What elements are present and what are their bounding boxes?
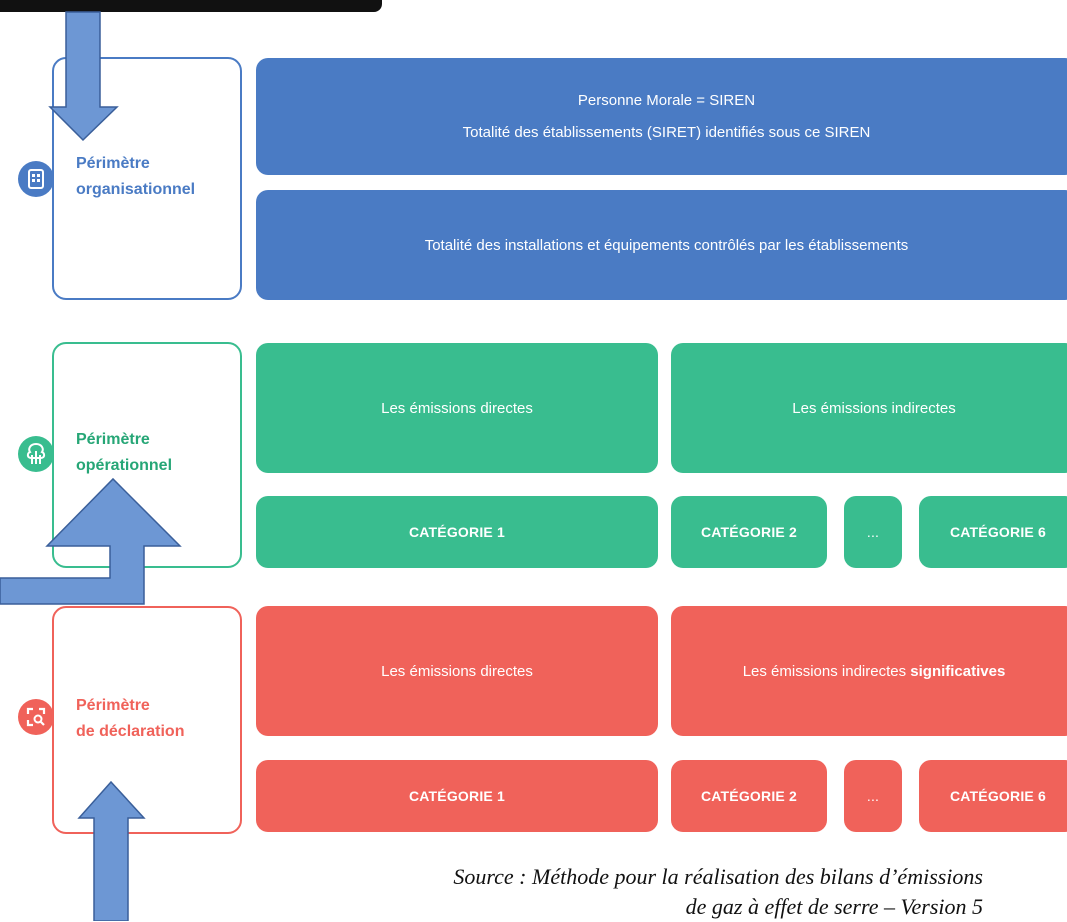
declaration-indirect-prefix: Les émissions indirectes bbox=[742, 662, 911, 680]
organisational-label-line1: Périmètre bbox=[76, 155, 150, 172]
declaration-label-card: Périmètre de déclaration bbox=[52, 606, 242, 834]
declaration-category-1-label: CATÉGORIE 1 bbox=[408, 788, 506, 804]
operational-direct-text: Les émissions directes bbox=[381, 399, 533, 417]
declaration-category-2-label: CATÉGORIE 2 bbox=[700, 788, 798, 804]
operational-category-2-label: CATÉGORIE 2 bbox=[700, 524, 798, 540]
operational-ellipsis-label: ... bbox=[866, 524, 880, 540]
declaration-label-line2: de déclaration bbox=[76, 722, 185, 740]
organisational-label-line2: organisationnel bbox=[76, 180, 196, 198]
operational-indirect-text: Les émissions indirectes bbox=[792, 399, 956, 417]
operational-label: Périmètre opérationnel bbox=[76, 427, 172, 478]
operational-label-line2: opérationnel bbox=[76, 456, 173, 474]
declaration-ellipsis-label: ... bbox=[866, 788, 880, 804]
operational-category-1-label: CATÉGORIE 1 bbox=[408, 524, 506, 540]
operational-category-6-label: CATÉGORIE 6 bbox=[949, 524, 1047, 540]
top-bar bbox=[0, 0, 382, 12]
operational-direct-box: Les émissions directes bbox=[256, 343, 658, 473]
operational-label-line1: Périmètre bbox=[76, 431, 150, 448]
down-arrow-organisational bbox=[48, 11, 119, 142]
building-icon bbox=[18, 161, 54, 197]
declaration-direct-text: Les émissions directes bbox=[381, 662, 533, 680]
legal-entity-line1: Personne Morale = SIREN bbox=[577, 91, 756, 109]
scan-search-icon bbox=[18, 699, 54, 735]
organisational-label: Périmètre organisationnel bbox=[76, 151, 195, 202]
bent-arrow-operational bbox=[0, 477, 182, 605]
operational-category-6: CATÉGORIE 6 bbox=[919, 496, 1067, 568]
installations-text: Totalité des installations et équipement… bbox=[424, 236, 909, 254]
declaration-label-line1: Périmètre bbox=[76, 697, 150, 714]
operational-indirect-box: Les émissions indirectes bbox=[671, 343, 1067, 473]
legal-entity-box: Personne Morale = SIREN Totalité des éta… bbox=[256, 58, 1067, 175]
legal-entity-line2: Totalité des établissements (SIRET) iden… bbox=[462, 123, 871, 141]
declaration-label: Périmètre de déclaration bbox=[76, 693, 184, 744]
declaration-indirect-significant: significatives bbox=[910, 662, 1006, 680]
source-caption: Source : Méthode pour la réalisation des… bbox=[453, 862, 983, 922]
installations-box: Totalité des installations et équipement… bbox=[256, 190, 1067, 300]
up-arrow-declaration bbox=[77, 780, 146, 921]
source-line2: de gaz à effet de serre – Version 5 bbox=[685, 894, 983, 919]
operational-category-1: CATÉGORIE 1 bbox=[256, 496, 658, 568]
operational-ellipsis: ... bbox=[844, 496, 902, 568]
declaration-category-6-label: CATÉGORIE 6 bbox=[949, 788, 1047, 804]
declaration-category-2: CATÉGORIE 2 bbox=[671, 760, 827, 832]
declaration-ellipsis: ... bbox=[844, 760, 902, 832]
tree-network-icon bbox=[18, 436, 54, 472]
declaration-category-1: CATÉGORIE 1 bbox=[256, 760, 658, 832]
declaration-direct-box: Les émissions directes bbox=[256, 606, 658, 736]
declaration-indirect-text: Les émissions indirectes significatives bbox=[743, 663, 1006, 680]
declaration-category-6: CATÉGORIE 6 bbox=[919, 760, 1067, 832]
source-line1: Source : Méthode pour la réalisation des… bbox=[453, 864, 983, 889]
operational-category-2: CATÉGORIE 2 bbox=[671, 496, 827, 568]
declaration-indirect-box: Les émissions indirectes significatives bbox=[671, 606, 1067, 736]
